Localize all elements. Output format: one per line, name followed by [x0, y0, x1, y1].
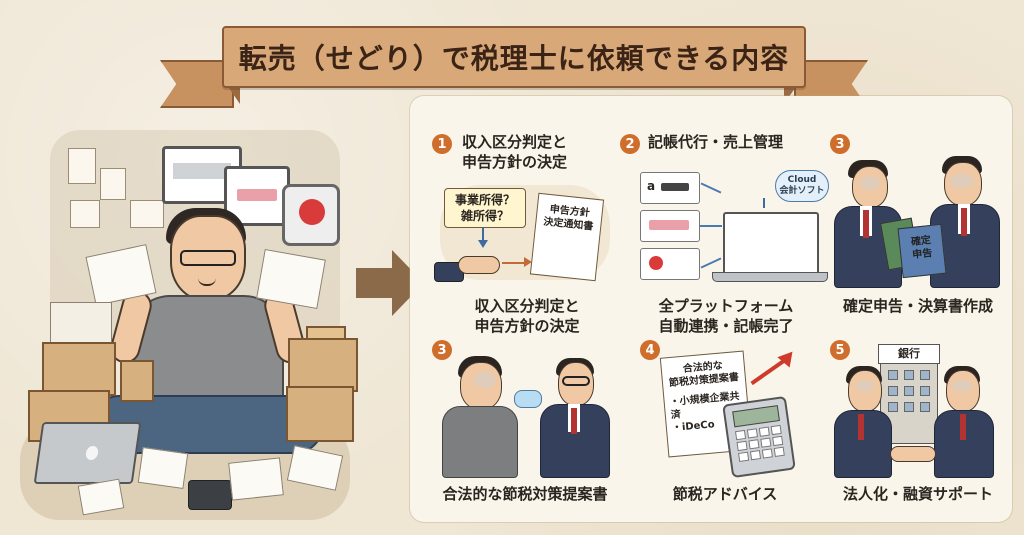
wall-note — [70, 200, 100, 228]
glasses-icon — [562, 376, 590, 386]
person-head — [170, 215, 246, 301]
cardboard-box — [286, 386, 354, 442]
step-number: 4 — [640, 340, 660, 360]
plan-doc-title: 合法的な 節税対策提案書 — [668, 360, 740, 390]
floor-paper — [137, 446, 189, 490]
blue-arrow — [700, 225, 722, 227]
step-caption: 収入区分判定と 申告方針の決定 — [474, 297, 580, 335]
floor-paper — [228, 457, 284, 501]
crumpled-receipts — [256, 248, 326, 310]
client-tshirt — [442, 406, 518, 478]
step-number: 1 — [432, 134, 452, 154]
wall-note — [68, 148, 96, 184]
laptop-icon — [33, 422, 142, 484]
cloud-accounting-icon: Cloud 会計ソフト — [775, 170, 829, 202]
platform-card — [640, 248, 700, 280]
bank-sign: 銀行 — [878, 344, 940, 364]
tax-return-binder: 確定 申告 — [897, 223, 947, 279]
wall-note — [130, 200, 164, 228]
income-type-bubble: 事業所得？ 雑所得？ — [444, 188, 526, 228]
policy-document: 申告方針 決定通知書 — [529, 192, 605, 282]
step-heading: 記帳代行・売上管理 — [648, 133, 784, 151]
laptop-base — [712, 272, 828, 282]
platform-card — [640, 210, 700, 242]
pointing-hand-icon — [458, 256, 500, 274]
cardboard-box — [288, 338, 358, 392]
blurred-face — [952, 380, 972, 392]
tie — [863, 210, 869, 238]
title-banner: 転売（せどり）で税理士に依頼できる内容 — [222, 26, 806, 88]
paper-stack — [50, 302, 112, 344]
step-number: 3 — [432, 340, 452, 360]
step-caption: 全プラットフォーム 自動連携・記帳完了 — [658, 297, 794, 335]
flow-arrow — [356, 268, 396, 298]
down-arrow — [763, 198, 765, 208]
blurred-face — [474, 372, 496, 388]
step-caption: 合法的な節税対策提案書 — [442, 485, 608, 503]
glasses-icon — [180, 250, 236, 266]
tie — [960, 414, 966, 440]
down-arrow-head — [478, 240, 488, 248]
tie — [571, 408, 577, 434]
overwhelmed-reseller-illustration — [20, 120, 358, 520]
step-number: 2 — [620, 134, 640, 154]
wall-note — [100, 168, 126, 200]
blurred-face — [950, 174, 974, 188]
platform-card: a — [640, 172, 700, 204]
cardboard-box — [42, 342, 116, 396]
tablet-icon — [282, 184, 340, 246]
step-caption: 節税アドバイス — [672, 485, 778, 503]
mouth — [198, 278, 216, 286]
step-number: 5 — [830, 340, 850, 360]
calculator-icon — [722, 395, 796, 479]
blurred-face — [860, 176, 880, 190]
cardboard-box — [120, 360, 154, 402]
orange-arrow — [502, 262, 524, 264]
step-caption: 法人化・融資サポート — [842, 485, 993, 503]
page-title: 転売（せどり）で税理士に依頼できる内容 — [238, 42, 790, 75]
speech-bubble-icon — [514, 390, 542, 408]
step-caption: 確定申告・決算書作成 — [842, 297, 993, 315]
tie — [858, 414, 864, 440]
blurred-face — [856, 380, 874, 392]
apple-logo-icon — [85, 446, 99, 460]
orange-arrow-head — [524, 257, 532, 267]
down-arrow — [482, 228, 484, 242]
handshake-icon — [890, 446, 936, 462]
laptop-icon — [723, 212, 819, 276]
calculator-icon — [188, 480, 232, 510]
step-heading: 収入区分判定と 申告方針の決定 — [462, 133, 568, 171]
tie — [961, 208, 967, 236]
step-number: 3 — [830, 134, 850, 154]
